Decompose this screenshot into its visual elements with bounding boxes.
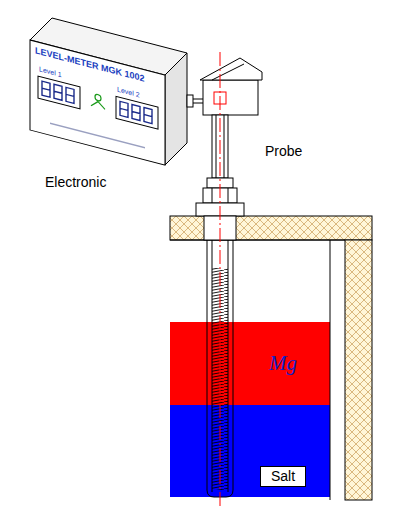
salt-layer bbox=[170, 405, 330, 497]
status-icon bbox=[91, 93, 105, 110]
fine-print bbox=[50, 123, 145, 148]
magnesium-band: Mg bbox=[170, 322, 330, 405]
channel-label: Level 1 bbox=[39, 65, 62, 79]
melt-layers bbox=[170, 322, 330, 497]
electronics-front: LEVEL-METER MGK 1002Level 1 Level 2 bbox=[30, 40, 165, 165]
probe bbox=[196, 58, 262, 497]
part-name: Electronic bbox=[45, 174, 106, 190]
layer-name: Mg bbox=[269, 352, 297, 375]
display bbox=[116, 96, 158, 129]
display bbox=[38, 76, 80, 109]
layer-name: Salt bbox=[260, 466, 306, 487]
center-line bbox=[220, 52, 221, 508]
magnesium-layer bbox=[170, 322, 330, 405]
insulation bbox=[170, 216, 372, 500]
device-title: LEVEL-METER MGK 1002 bbox=[35, 46, 145, 84]
salt-band: Salt bbox=[170, 405, 330, 497]
part-name: Probe bbox=[265, 143, 302, 159]
channel-label: Level 2 bbox=[117, 86, 140, 100]
electronics-housing bbox=[30, 18, 203, 165]
